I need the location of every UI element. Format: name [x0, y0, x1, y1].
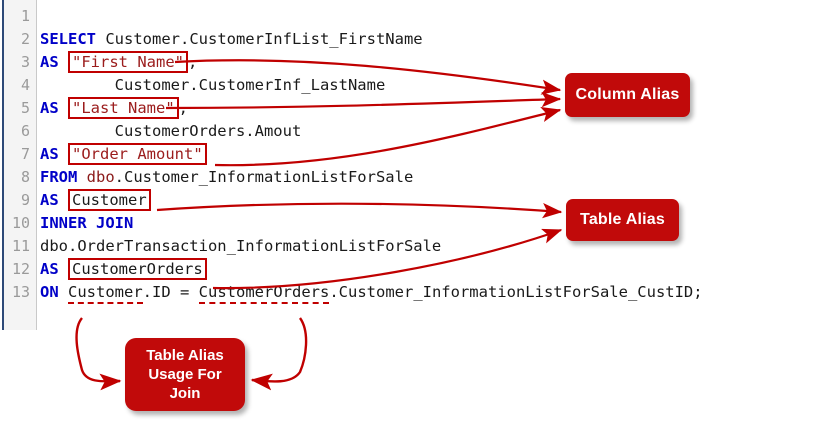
code-token: AS — [40, 145, 59, 163]
code-line: ON Customer.ID = CustomerOrders.Customer… — [40, 281, 830, 304]
code-line: AS "First Name", — [40, 51, 830, 74]
code-token — [59, 260, 68, 278]
code-token: dbo — [86, 168, 115, 186]
line-number: 1 — [20, 7, 30, 25]
callout-join-usage-line2: Usage For — [148, 366, 222, 383]
code-token: CustomerOrders.Amout — [40, 122, 302, 140]
line-number: 2 — [20, 30, 30, 48]
code-line: AS "Order Amount" — [40, 143, 830, 166]
line-number: 7 — [20, 145, 30, 163]
code-token: Customer.CustomerInfList_FirstName — [96, 30, 423, 48]
code-token: , — [188, 53, 198, 71]
code-token: AS — [40, 53, 59, 71]
callout-join-alias-usage[interactable]: Table Alias Usage For Join — [125, 338, 245, 411]
line-number: 13 — [11, 283, 30, 301]
line-number: 6 — [20, 122, 30, 140]
alias-token-box: CustomerOrders — [68, 258, 207, 280]
code-token: , — [178, 99, 189, 117]
code-line: SELECT Customer.CustomerInfList_FirstNam… — [40, 28, 830, 51]
code-token: INNER JOIN — [40, 214, 134, 232]
code-line: FROM dbo.Customer_InformationListForSale — [40, 166, 830, 189]
code-token — [59, 53, 68, 71]
code-token: Customer.CustomerInf_LastName — [40, 76, 386, 94]
callout-join-usage-line1: Table Alias — [146, 347, 224, 364]
code-token: .Customer_InformationListForSale — [114, 168, 414, 186]
code-token: ON — [40, 283, 59, 301]
line-number: 9 — [20, 191, 30, 209]
alias-token-box: Customer — [68, 189, 151, 211]
code-line: INNER JOIN — [40, 212, 830, 235]
code-token — [59, 283, 68, 301]
callout-table-alias[interactable]: Table Alias — [566, 199, 679, 241]
alias-token-box: "First Name" — [68, 51, 188, 73]
code-token: .ID = — [142, 283, 199, 301]
editor-left-rail — [2, 0, 4, 330]
alias-usage-underline: Customer — [68, 283, 143, 304]
callout-column-alias-label: Column Alias — [575, 86, 680, 103]
code-token — [77, 168, 86, 186]
line-number: 11 — [11, 237, 30, 255]
code-line: AS Customer — [40, 189, 830, 212]
code-token: AS — [40, 99, 59, 117]
callout-column-alias[interactable]: Column Alias — [565, 73, 690, 117]
line-number: 12 — [11, 260, 30, 278]
code-line: CustomerOrders.Amout — [40, 120, 830, 143]
code-line: dbo.OrderTransaction_InformationListForS… — [40, 235, 830, 258]
alias-usage-underline: CustomerOrders — [198, 283, 330, 304]
callout-table-alias-label: Table Alias — [580, 211, 665, 228]
code-token: AS — [40, 191, 59, 209]
code-line: AS "Last Name", — [40, 97, 830, 120]
code-token: .Customer_InformationListForSale_CustID; — [329, 283, 703, 301]
line-number: 5 — [20, 99, 30, 117]
code-token: dbo.OrderTransaction_InformationListForS… — [40, 237, 442, 255]
line-number: 8 — [20, 168, 30, 186]
code-line: Customer.CustomerInf_LastName — [40, 74, 830, 97]
code-token: SELECT — [40, 30, 96, 48]
code-token — [59, 99, 68, 117]
code-line: AS CustomerOrders — [40, 258, 830, 281]
line-number: 10 — [11, 214, 30, 232]
code-token — [59, 191, 68, 209]
alias-token-box: "Order Amount" — [68, 143, 207, 165]
callout-join-usage-line3: Join — [169, 385, 201, 402]
code-token: FROM — [40, 168, 78, 186]
alias-token-box: "Last Name" — [68, 97, 179, 119]
line-number: 3 — [20, 53, 30, 71]
code-content[interactable]: SELECT Customer.CustomerInfList_FirstNam… — [40, 0, 830, 304]
code-token — [59, 145, 68, 163]
code-token: AS — [40, 260, 59, 278]
code-line — [40, 5, 830, 28]
line-number: 4 — [20, 76, 30, 94]
